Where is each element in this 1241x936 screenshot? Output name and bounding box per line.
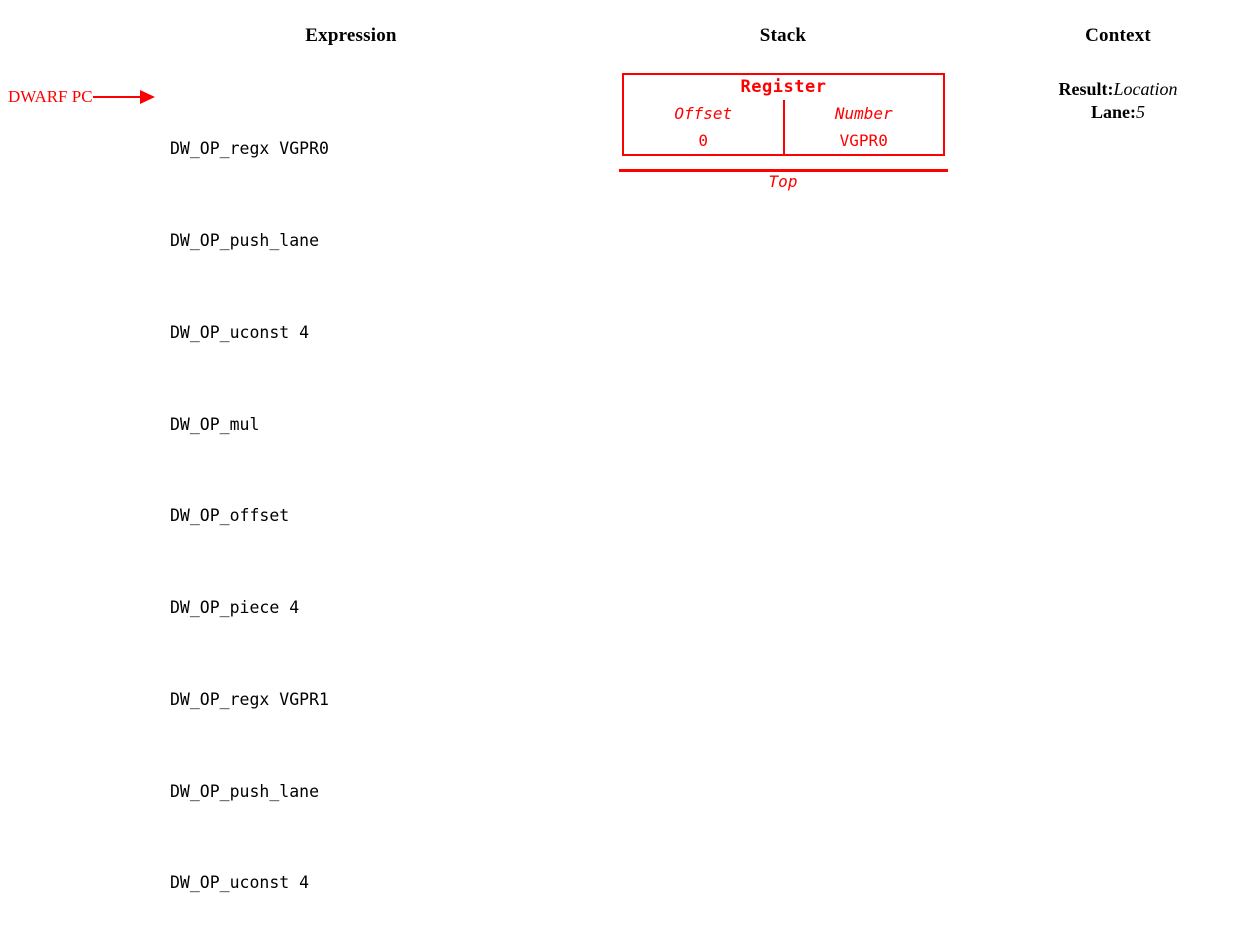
- dwarf-pc-label: DWARF PC: [8, 87, 93, 106]
- stack-top-label: Top: [768, 172, 798, 191]
- context-value-result: Location: [1113, 79, 1178, 99]
- context-key-lane: Lane:: [1090, 102, 1136, 122]
- expression-line: DW_OP_regx VGPR0: [170, 139, 329, 159]
- table-row: Offset Number: [623, 100, 944, 127]
- arrow-shaft: [92, 96, 141, 98]
- context-key-result: Result:: [1058, 79, 1114, 99]
- context-entry-result: Result:Location: [1058, 78, 1177, 101]
- table-row: 0 VGPR0: [623, 127, 944, 155]
- context-value-lane: 5: [1135, 102, 1145, 122]
- context-entry-lane: Lane:5: [1058, 101, 1177, 124]
- expression-line: DW_OP_piece 4: [170, 598, 300, 618]
- expression-line: DW_OP_uconst 4: [170, 322, 310, 342]
- expression-line: DW_OP_mul: [170, 414, 260, 434]
- column-heading-context: Context: [1085, 25, 1151, 46]
- context-block: Result:Location Lane:5: [1058, 78, 1177, 124]
- arrow-right-icon: [92, 90, 155, 104]
- stack-entry-title: Register: [740, 77, 827, 97]
- expression-line: DW_OP_push_lane: [170, 781, 320, 801]
- column-heading-stack: Stack: [759, 25, 807, 46]
- stack-cell-offset: 0: [623, 127, 785, 155]
- dwarf-pc-pointer: DWARF PC: [8, 87, 155, 107]
- stack-column-header-number: Number: [834, 104, 893, 123]
- stack-top-rule: [619, 169, 948, 172]
- expression-line: DW_OP_regx VGPR1: [170, 689, 329, 709]
- stack-column-header-offset: Offset: [623, 100, 785, 127]
- stack-table-wrapper: Register Offset Number 0 VGPR0: [622, 73, 945, 156]
- stack-cell-number: VGPR0: [839, 131, 888, 150]
- expression-line: DW_OP_offset: [170, 506, 290, 526]
- expression-list: DW_OP_regx VGPR0 DW_OP_push_lane DW_OP_u…: [170, 73, 329, 936]
- expression-line: DW_OP_uconst 4: [170, 873, 310, 893]
- expression-line: DW_OP_push_lane: [170, 230, 320, 250]
- stack-entry-table: Register Offset Number 0 VGPR0: [622, 73, 945, 156]
- arrow-head: [139, 90, 155, 104]
- column-heading-expression: Expression: [305, 25, 397, 46]
- table-row: Register: [623, 74, 944, 100]
